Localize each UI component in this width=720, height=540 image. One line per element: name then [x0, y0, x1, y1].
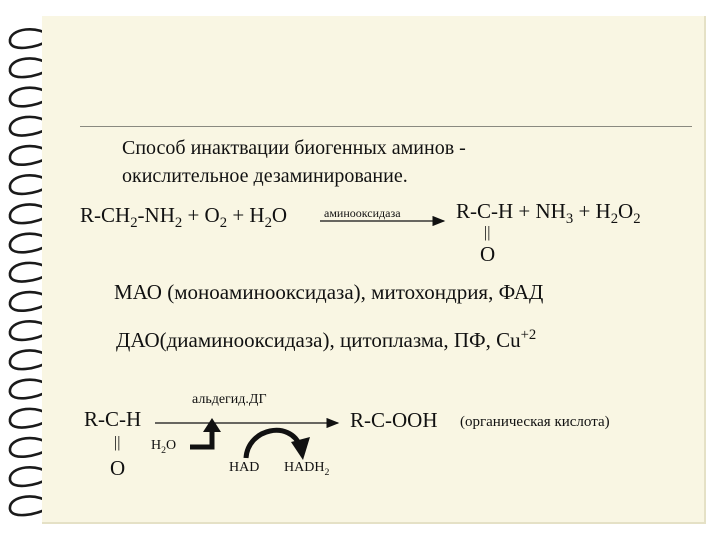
binding-ring: [8, 203, 53, 225]
binding-ring: [8, 378, 53, 400]
binding-ring: [8, 495, 53, 517]
water-input-arrow: [190, 430, 215, 450]
binding-ring: [8, 28, 53, 50]
dao-line: ДАО(диаминооксидаза), цитоплазма, ПФ, Cu…: [116, 327, 537, 352]
water-label: H2O: [151, 438, 177, 456]
slide-page: [42, 16, 706, 524]
nad-curved-arrowhead: [291, 437, 310, 460]
binding-ring: [8, 290, 53, 312]
double-bond-2: ||: [114, 434, 121, 451]
water-input-arrowhead: [203, 418, 221, 432]
binding-ring: [8, 466, 53, 488]
binding-ring: [8, 436, 53, 458]
equation-1-right: R-C-H + NH3 + H2O2: [456, 199, 641, 228]
enzyme-label-aminooxidase: аминооксидаза: [324, 206, 401, 220]
mao-line: МАО (моноаминооксидаза), митохондрия, ФА…: [114, 280, 544, 304]
binding-ring: [8, 86, 53, 108]
nad-curved-arrow: [243, 427, 303, 459]
binding-ring: [8, 261, 53, 283]
oxygen-1: O: [480, 242, 496, 266]
binding-ring: [8, 349, 53, 371]
nad-label: НАD: [229, 460, 260, 475]
binding-ring: [8, 57, 53, 79]
binding-ring: [8, 174, 53, 196]
binding-ring: [8, 320, 53, 342]
title-rule: [80, 126, 692, 127]
double-bond-1: ||: [484, 224, 491, 241]
binding-ring: [8, 407, 53, 429]
equation-1-left: R-CH2-NH2 + O2 + H2O: [80, 203, 288, 232]
enzyme-label-aldehyde-dh: альдегид.ДГ: [192, 392, 267, 407]
acid-product: R-C-OOH: [350, 408, 438, 432]
product-note: (органическая кислота): [460, 414, 610, 430]
nadh-label: НАDН2: [284, 460, 330, 478]
title-line-1: Способ инактвации биогенных аминов -: [122, 137, 466, 159]
binding-ring: [8, 115, 53, 137]
oxygen-2: O: [110, 456, 126, 480]
aldehyde-reactant: R-C-H: [84, 407, 142, 431]
title-line-2: окислительное дезаминирование.: [122, 165, 408, 187]
binding-ring: [8, 144, 53, 166]
binding-ring: [8, 232, 53, 254]
